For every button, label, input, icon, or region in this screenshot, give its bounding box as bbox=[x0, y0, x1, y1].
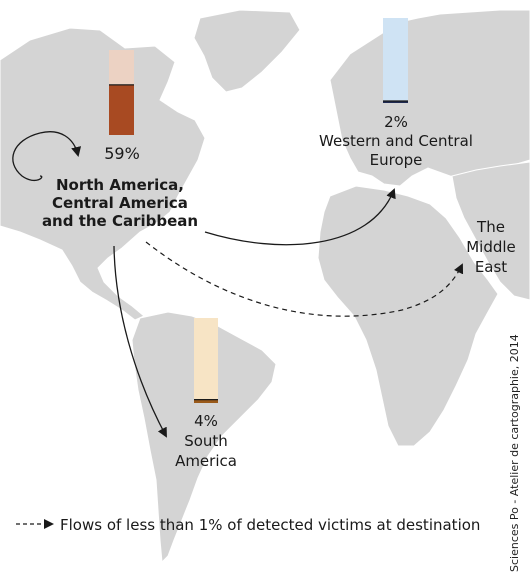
source-credit: Sciences Po - Atelier de cartographie, 2… bbox=[508, 334, 521, 572]
landmass-north-america bbox=[0, 27, 206, 321]
na-region-name-line3: and the Caribbean bbox=[41, 212, 199, 230]
landmass-greenland bbox=[193, 9, 301, 93]
me-region-name-line1: The bbox=[477, 218, 505, 236]
na-bar-fill bbox=[109, 84, 134, 135]
sa-percent-label: 4% bbox=[194, 412, 218, 430]
self-flow-arrow-end bbox=[39, 131, 82, 157]
eu-bar-fill bbox=[383, 101, 408, 103]
me-region-name-line2: Middle bbox=[466, 238, 516, 256]
landmass-africa bbox=[317, 185, 499, 447]
landmass-south-america bbox=[131, 311, 277, 564]
landmass-middle-east bbox=[451, 161, 530, 301]
sa-bar-background bbox=[194, 318, 218, 403]
sa-region-name-line1: South bbox=[184, 432, 228, 450]
self-flow-arrow bbox=[12, 132, 43, 182]
eu-region-name-line1: Western and Central bbox=[319, 132, 473, 150]
sa-region-name-line2: America bbox=[175, 452, 237, 470]
eu-percent-label: 2% bbox=[384, 113, 408, 131]
na-region-name-line1: North America, bbox=[56, 176, 184, 194]
me-region-name-line3: East bbox=[474, 258, 508, 276]
na-percent-label: 59% bbox=[104, 144, 140, 163]
flow-arrow-europe bbox=[204, 188, 396, 246]
eu-bar-background bbox=[383, 18, 408, 103]
flow-arrow-south-america bbox=[113, 245, 167, 438]
legend-label: Flows of less than 1% of detected victim… bbox=[60, 516, 481, 534]
na-region-name-line2: Central America bbox=[52, 194, 188, 212]
flow-arrow-middle-east-dashed bbox=[145, 241, 464, 317]
sa-bar-fill bbox=[194, 399, 218, 403]
eu-region-name-line2: Europe bbox=[369, 151, 423, 169]
